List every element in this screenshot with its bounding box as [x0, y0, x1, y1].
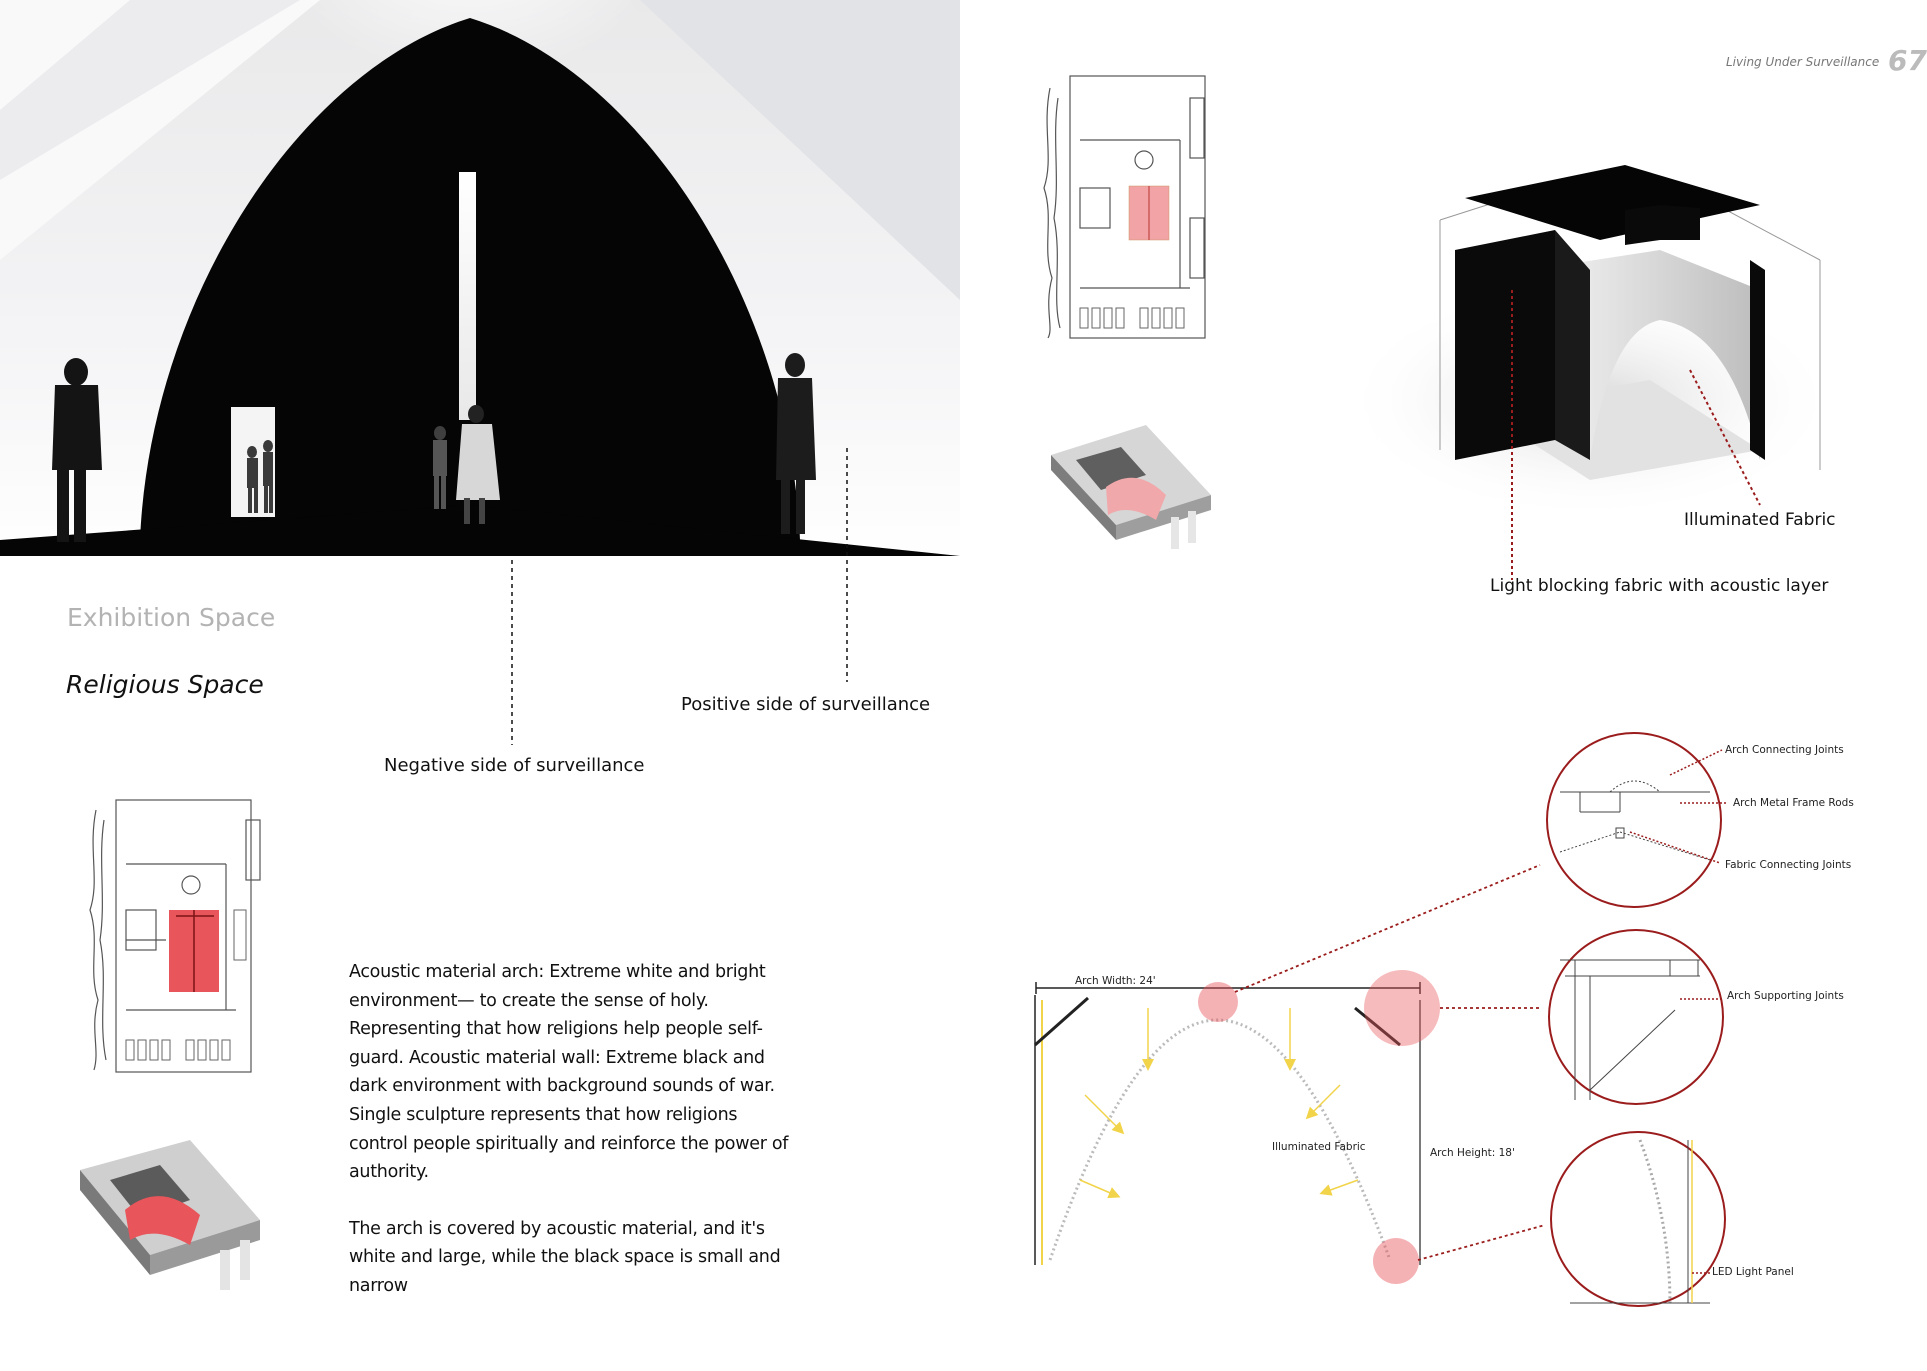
fabric-connecting-joints-label: Fabric Connecting Joints [1725, 859, 1852, 871]
arch-connecting-joints-label: Arch Connecting Joints [1725, 744, 1844, 756]
arch-height-label: Arch Height: 18' [1430, 1147, 1515, 1159]
description-text: Acoustic material arch: Extreme white an… [349, 958, 789, 1301]
detail-marker-base [1373, 1238, 1419, 1284]
light-slit [459, 172, 476, 420]
arch-metal-frame-rods-label: Arch Metal Frame Rods [1733, 797, 1854, 809]
axon-model-right [1051, 425, 1211, 549]
floor-plan-right [1043, 75, 1206, 339]
positive-surveillance-label: Positive side of surveillance [681, 694, 931, 715]
led-light-panel-label: LED Light Panel [1712, 1266, 1794, 1278]
ground [0, 505, 960, 556]
arch-width-label: Arch Width: 24' [1075, 975, 1156, 987]
page-number: 67 [1888, 44, 1927, 77]
illuminated-fabric-label: Illuminated Fabric [1684, 510, 1836, 530]
detail-marker-corner [1364, 970, 1440, 1046]
black-panel-side [1555, 230, 1590, 460]
axon-model-left [80, 1140, 260, 1290]
arch-section-render [0, 0, 960, 560]
description-paragraph-2: The arch is covered by acoustic material… [349, 1218, 781, 1296]
arch-section-detail [1034, 732, 1728, 1307]
floor-plan-left [89, 799, 261, 1073]
black-panel-right [1750, 260, 1765, 460]
highlight-arch [125, 1196, 200, 1245]
description-paragraph-1: Acoustic material arch: Extreme white an… [349, 962, 789, 1183]
detail-marker-top [1198, 982, 1238, 1022]
document-title: Living Under Surveillance [1726, 55, 1880, 69]
illuminated-fabric-detail-label: Illuminated Fabric [1272, 1141, 1366, 1153]
black-roof [1465, 165, 1760, 240]
section-heading: Exhibition Space [67, 603, 276, 632]
section-subheading: Religious Space [66, 670, 264, 699]
black-panel-left [1455, 230, 1555, 460]
callout-leaders [511, 448, 848, 745]
fabric-cube-model [1340, 165, 1840, 580]
light-blocking-fabric-label: Light blocking fabric with acoustic laye… [1490, 576, 1829, 596]
negative-surveillance-label: Negative side of surveillance [384, 755, 645, 776]
arch-supporting-joints-label: Arch Supporting Joints [1727, 990, 1844, 1002]
